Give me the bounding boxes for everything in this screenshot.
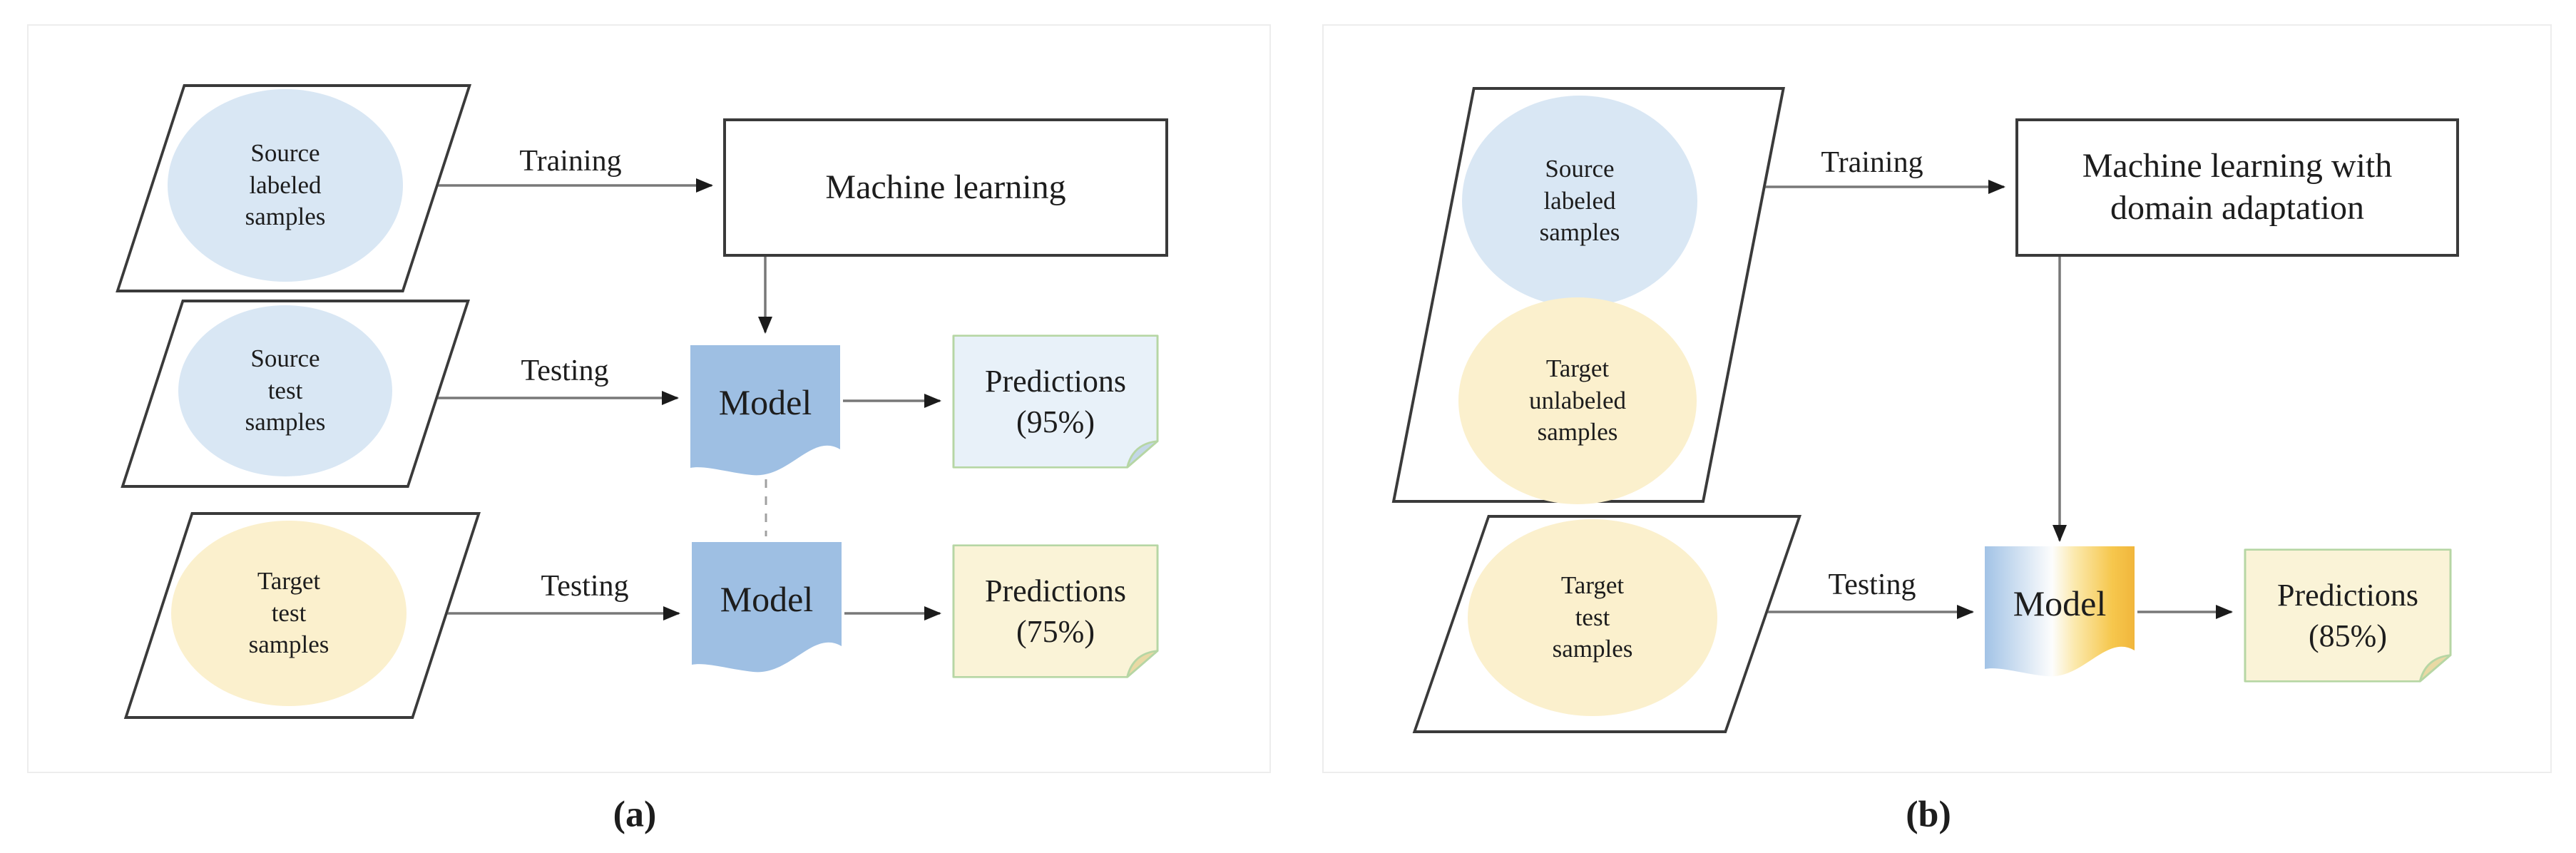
testing-target-label-a: Testing bbox=[541, 570, 629, 603]
machine-learning-box-a: Machine learning bbox=[723, 118, 1168, 257]
target-unlabeled-samples-label-b: Target unlabeled samples bbox=[1528, 354, 1627, 446]
model-target-a: Model bbox=[690, 541, 843, 676]
note-fold-corner bbox=[1126, 650, 1159, 678]
document-shape-path bbox=[1985, 546, 2135, 677]
document-shape-path bbox=[690, 345, 840, 476]
source-labeled-samples-label-b: Source labeled samples bbox=[1539, 154, 1620, 247]
testing-source-label-a: Testing bbox=[521, 354, 609, 387]
predictions-target-note-a: Predictions (75%) bbox=[951, 543, 1160, 679]
model-target-label-a: Model bbox=[720, 579, 814, 619]
document-shape-icon bbox=[1985, 546, 2135, 677]
predictions-target-label-a: Predictions (75%) bbox=[985, 573, 1126, 649]
sticky-note-icon bbox=[2244, 548, 2452, 683]
sticky-note-icon bbox=[952, 544, 1159, 678]
source-labeled-samples-label-a: Source labeled samples bbox=[245, 138, 326, 231]
model-source-label-a: Model bbox=[718, 382, 812, 422]
target-unlabeled-samples-ellipse-b: Target unlabeled samples bbox=[1458, 297, 1697, 504]
note-fold-corner bbox=[2418, 654, 2452, 683]
document-shape-icon bbox=[690, 345, 840, 476]
source-labeled-samples-ellipse-b: Source labeled samples bbox=[1462, 96, 1697, 307]
predictions-source-note-a: Predictions (95%) bbox=[951, 334, 1160, 469]
predictions-note-b: Predictions (85%) bbox=[2243, 548, 2453, 683]
document-shape-icon bbox=[692, 542, 842, 673]
predictions-label-b: Predictions (85%) bbox=[2277, 577, 2418, 653]
model-adapted-b: Model bbox=[1983, 545, 2136, 680]
training-label-a: Training bbox=[519, 145, 622, 178]
target-test-samples-label-b: Target test samples bbox=[1552, 571, 1633, 663]
machine-learning-domain-adaptation-label-b: Machine learning with domain adaptation bbox=[2082, 147, 2393, 227]
testing-label-b: Testing bbox=[1828, 568, 1916, 601]
model-source-a: Model bbox=[689, 344, 842, 479]
machine-learning-box-label-a: Machine learning bbox=[825, 168, 1066, 206]
note-fold-corner bbox=[1126, 440, 1159, 469]
caption-b: (b) bbox=[1906, 794, 1951, 835]
sticky-note-icon bbox=[952, 334, 1159, 469]
target-test-samples-ellipse-b: Target test samples bbox=[1468, 519, 1717, 716]
model-adapted-label-b: Model bbox=[2013, 583, 2107, 623]
caption-a: (a) bbox=[613, 794, 657, 835]
source-test-samples-ellipse-a: Source test samples bbox=[178, 305, 392, 476]
source-test-samples-label-a: Source test samples bbox=[245, 344, 326, 436]
target-test-samples-label-a: Target test samples bbox=[248, 566, 329, 659]
machine-learning-domain-adaptation-box-b: Machine learning with domain adaptation bbox=[2015, 118, 2459, 257]
document-shape-path bbox=[692, 542, 842, 673]
target-test-samples-ellipse-a: Target test samples bbox=[171, 521, 407, 706]
source-labeled-samples-ellipse-a: Source labeled samples bbox=[168, 89, 403, 282]
predictions-source-label-a: Predictions (95%) bbox=[985, 363, 1126, 439]
training-label-b: Training bbox=[1821, 146, 1923, 179]
